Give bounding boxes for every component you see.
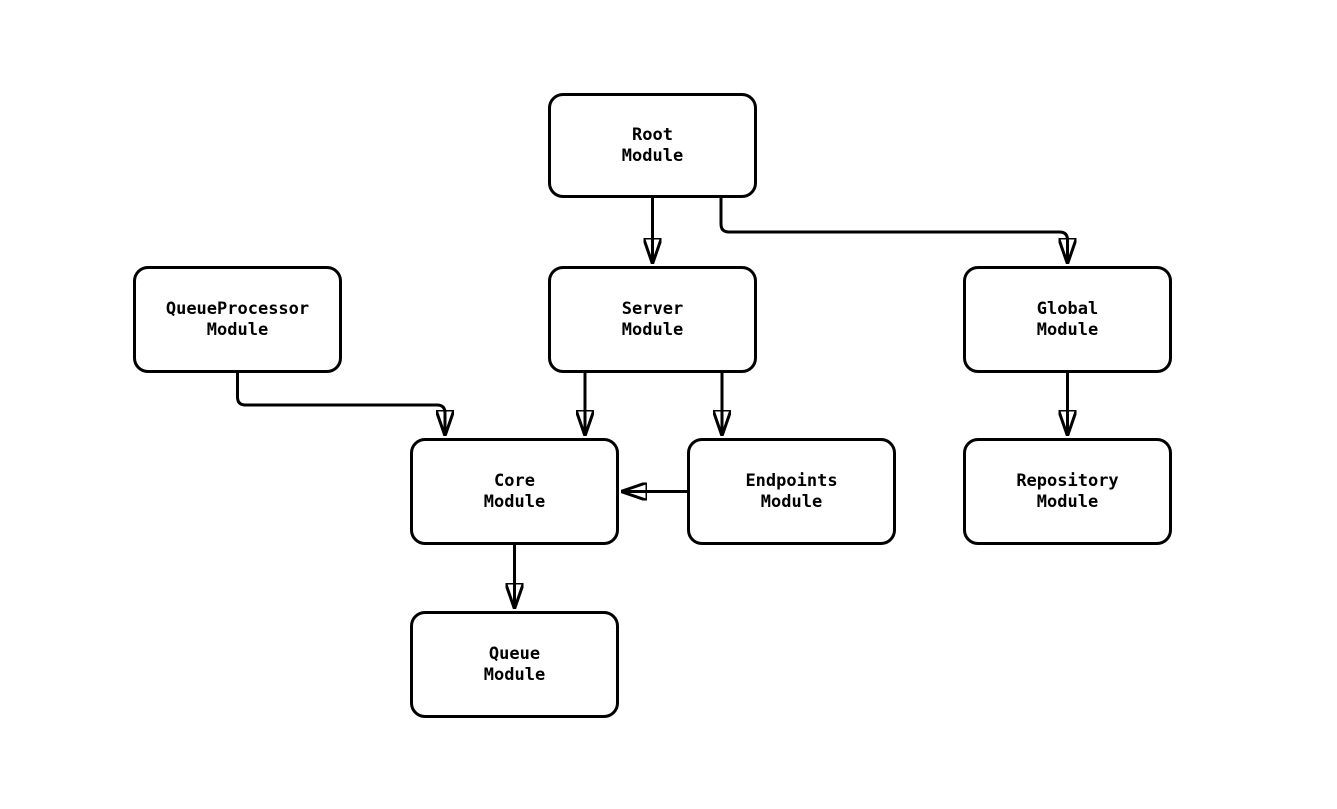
node-label: Module	[1036, 319, 1099, 340]
node-label: Module	[621, 145, 684, 166]
node-endpoints-module: Endpoints Module	[687, 438, 896, 545]
node-label: Global	[1036, 298, 1099, 319]
node-label: Module	[206, 319, 269, 340]
node-root-module: Root Module	[548, 93, 757, 198]
node-label: QueueProcessor	[165, 298, 310, 319]
node-queue-module: Queue Module	[410, 611, 619, 718]
node-repository-module: Repository Module	[963, 438, 1172, 545]
edge-root-to-global	[719, 198, 1068, 264]
node-label: Endpoints	[745, 470, 838, 491]
node-global-module: Global Module	[963, 266, 1172, 373]
node-label: Core	[494, 470, 535, 491]
node-label: Root	[632, 124, 673, 145]
edge-queueprocessor-to-core	[236, 373, 446, 436]
node-label: Module	[621, 319, 684, 340]
node-label: Queue	[488, 643, 541, 664]
node-label: Repository	[1016, 470, 1119, 491]
node-server-module: Server Module	[548, 266, 757, 373]
node-label: Module	[1036, 491, 1099, 512]
node-core-module: Core Module	[410, 438, 619, 545]
node-queueprocessor-module: QueueProcessor Module	[133, 266, 342, 373]
node-label: Module	[483, 664, 546, 685]
node-label: Module	[760, 491, 823, 512]
node-label: Module	[483, 491, 546, 512]
node-label: Server	[621, 298, 684, 319]
